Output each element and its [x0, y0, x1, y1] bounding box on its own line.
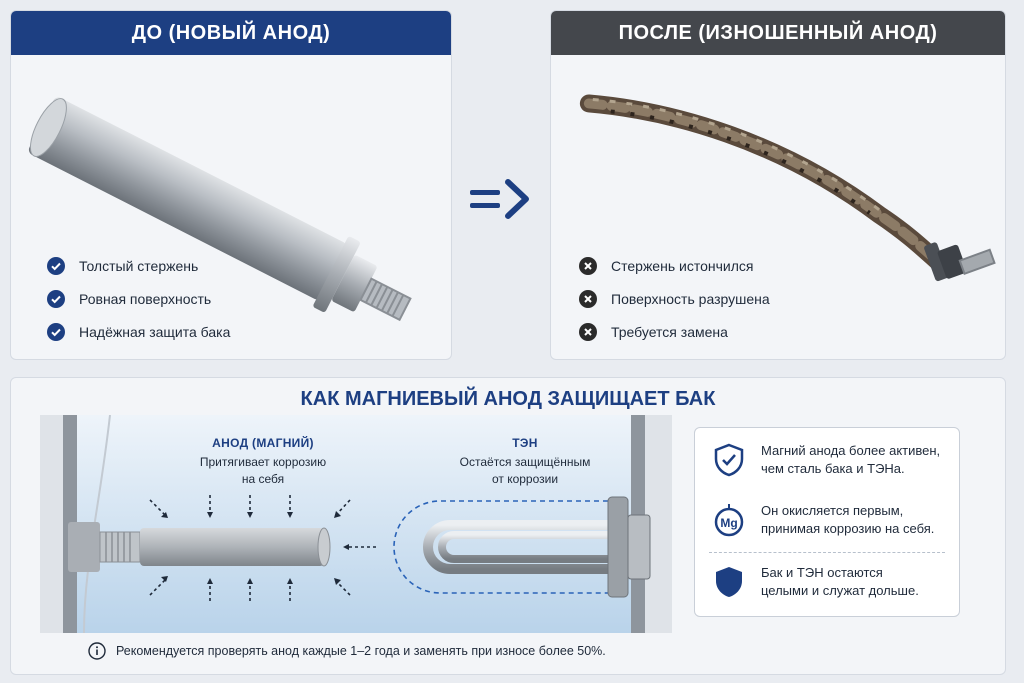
- list-item-label: Надёжная защита бака: [79, 323, 231, 340]
- info-line: принимая коррозию на себя.: [761, 521, 935, 536]
- cross-icon: [579, 289, 597, 308]
- tank-diagram: [40, 415, 672, 633]
- mg-icon-text: Mg: [720, 516, 737, 530]
- info-divider: [709, 552, 945, 553]
- info-icon: [88, 642, 106, 660]
- after-title: ПОСЛЕ (ИЗНОШЕННЫЙ АНОД): [551, 11, 1005, 55]
- shield-check-icon: [714, 443, 744, 477]
- after-list: Стержень истончился Поверхность разрушен…: [579, 249, 770, 348]
- worn-anode-image: [579, 94, 996, 282]
- list-item-label: Ровная поверхность: [79, 290, 212, 307]
- list-item: Ровная поверхность: [47, 282, 230, 315]
- anode-label: АНОД (МАГНИЙ) Притягивает коррозию на се…: [168, 436, 358, 488]
- ten-desc-line1: Остаётся защищённым: [459, 455, 591, 469]
- info-line: Он окисляется первым,: [761, 503, 904, 518]
- cross-icon: [579, 256, 597, 275]
- anode-desc-line1: Притягивает коррозию: [199, 455, 327, 469]
- check-icon: [47, 256, 65, 275]
- list-item: Толстый стержень: [47, 249, 230, 282]
- how-title: КАК МАГНИЕВЫЙ АНОД ЗАЩИЩАЕТ БАК: [300, 388, 716, 410]
- anode-title: АНОД (МАГНИЙ): [212, 436, 314, 450]
- cross-icon: [579, 322, 597, 341]
- ten-desc-line2: от коррозии: [491, 472, 559, 486]
- list-item-label: Толстый стержень: [79, 257, 199, 274]
- ten-title: ТЭН: [512, 436, 538, 450]
- list-item: Поверхность разрушена: [579, 282, 770, 315]
- before-list: Толстый стержень Ровная поверхность Надё…: [47, 249, 230, 348]
- info-row: Mg Он окисляется первым, принимая корроз…: [711, 502, 951, 538]
- list-item-label: Требуется замена: [611, 323, 728, 340]
- recommendation-note: Рекомендуется проверять анод каждые 1–2 …: [88, 642, 606, 660]
- list-item-label: Стержень истончился: [611, 257, 754, 274]
- new-anode-image: [28, 97, 412, 322]
- info-row: Бак и ТЭН остаются целыми и служат дольш…: [711, 564, 951, 600]
- check-icon: [47, 322, 65, 341]
- list-item-label: Поверхность разрушена: [611, 290, 770, 307]
- info-box: Магний анода более активен, чем сталь ба…: [694, 427, 960, 617]
- list-item: Стержень истончился: [579, 249, 770, 282]
- info-line: Бак и ТЭН остаются: [761, 565, 883, 580]
- before-title: ДО (НОВЫЙ АНОД): [11, 11, 451, 55]
- arrow-right-icon: [470, 179, 529, 219]
- mg-icon: Mg: [714, 504, 744, 537]
- info-row: Магний анода более активен, чем сталь ба…: [711, 442, 951, 478]
- check-icon: [47, 289, 65, 308]
- note-text: Рекомендуется проверять анод каждые 1–2 …: [116, 644, 606, 658]
- info-line: целыми и служат дольше.: [761, 583, 919, 598]
- anode-desc-line2: на себя: [241, 472, 285, 486]
- before-panel: ДО (НОВЫЙ АНОД): [10, 10, 452, 360]
- info-line: чем сталь бака и ТЭНа.: [761, 461, 905, 476]
- ten-label: ТЭН Остаётся защищённым от коррозии: [440, 436, 610, 488]
- list-item: Требуется замена: [579, 315, 770, 348]
- info-line: Магний анода более активен,: [761, 443, 941, 458]
- after-panel: ПОСЛЕ (ИЗНОШЕННЫЙ АНОД) Стержень истончи…: [550, 10, 1006, 360]
- shield-icon: [716, 567, 742, 597]
- list-item: Надёжная защита бака: [47, 315, 230, 348]
